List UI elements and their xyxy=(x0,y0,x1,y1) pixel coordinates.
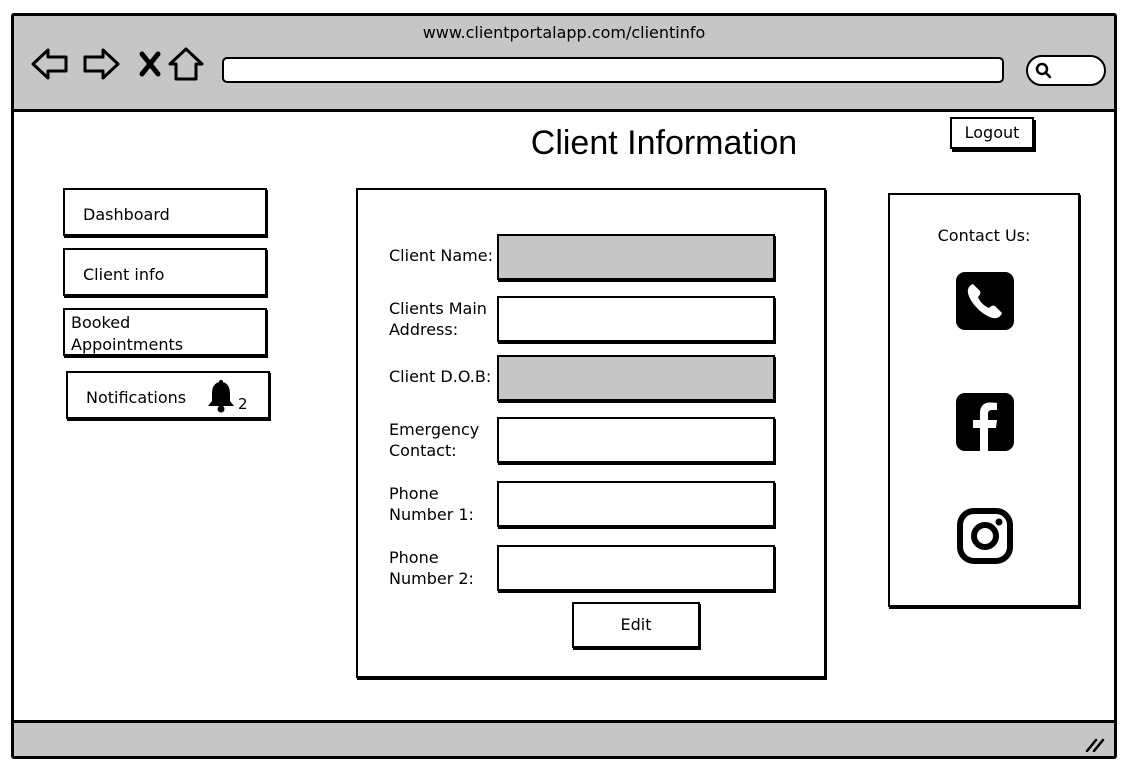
browser-window: www.clientportalapp.com/clientinfo Clien… xyxy=(11,13,1117,759)
sidebar-item-label: Dashboard xyxy=(83,205,170,224)
logout-button[interactable]: Logout xyxy=(950,117,1034,149)
page-title: Client Information xyxy=(530,124,798,162)
url-text: www.clientportalapp.com/clientinfo xyxy=(422,23,706,42)
search-box[interactable] xyxy=(1026,55,1106,86)
edit-button[interactable]: Edit xyxy=(572,602,700,648)
client-address-field[interactable] xyxy=(497,296,775,342)
search-icon xyxy=(1035,62,1052,79)
client-name-label: Client Name: xyxy=(389,246,493,265)
facebook-icon[interactable] xyxy=(956,393,1014,451)
emergency-contact-label: Emergency Contact: xyxy=(389,420,480,460)
contact-title: Contact Us: xyxy=(937,226,1031,245)
back-arrow-icon[interactable] xyxy=(30,44,70,84)
forward-arrow-icon[interactable] xyxy=(81,44,121,84)
resize-handle-icon[interactable] xyxy=(1084,736,1106,752)
address-bar[interactable] xyxy=(222,57,1004,83)
sidebar-item-label: Notifications xyxy=(86,388,187,407)
client-name-field xyxy=(497,234,775,280)
home-icon[interactable] xyxy=(166,44,206,84)
phone-number-1-field[interactable] xyxy=(497,481,775,527)
phone-icon[interactable] xyxy=(956,272,1014,330)
client-dob-label: Client D.O.B: xyxy=(389,367,492,386)
client-address-label: Clients Main Address: xyxy=(389,299,487,339)
browser-status-bar xyxy=(14,720,1114,756)
sidebar-item-dashboard[interactable]: Dashboard xyxy=(63,188,267,236)
phone-number-2-label: Phone Number 2: xyxy=(389,548,474,588)
phone-number-2-field[interactable] xyxy=(497,545,775,591)
bell-icon xyxy=(208,380,234,413)
notification-count-badge: 2 xyxy=(238,395,248,413)
contact-panel: Contact Us: xyxy=(888,193,1080,607)
phone-number-1-label: Phone Number 1: xyxy=(389,484,474,524)
sidebar-item-notifications[interactable]: Notifications 2 xyxy=(66,371,270,419)
instagram-icon[interactable] xyxy=(956,507,1014,565)
client-dob-field xyxy=(497,355,775,401)
sidebar-item-label: Booked Appointments xyxy=(71,313,184,354)
emergency-contact-field[interactable] xyxy=(497,417,775,463)
close-x-icon[interactable] xyxy=(130,44,170,84)
sidebar-item-booked-appointments[interactable]: Booked Appointments xyxy=(63,308,267,356)
sidebar-item-client-info[interactable]: Client info xyxy=(63,248,267,296)
sidebar-item-label: Client info xyxy=(83,265,165,284)
browser-toolbar: www.clientportalapp.com/clientinfo xyxy=(14,16,1114,112)
client-info-form: Client Name: Clients Main Address: Clien… xyxy=(356,188,826,678)
